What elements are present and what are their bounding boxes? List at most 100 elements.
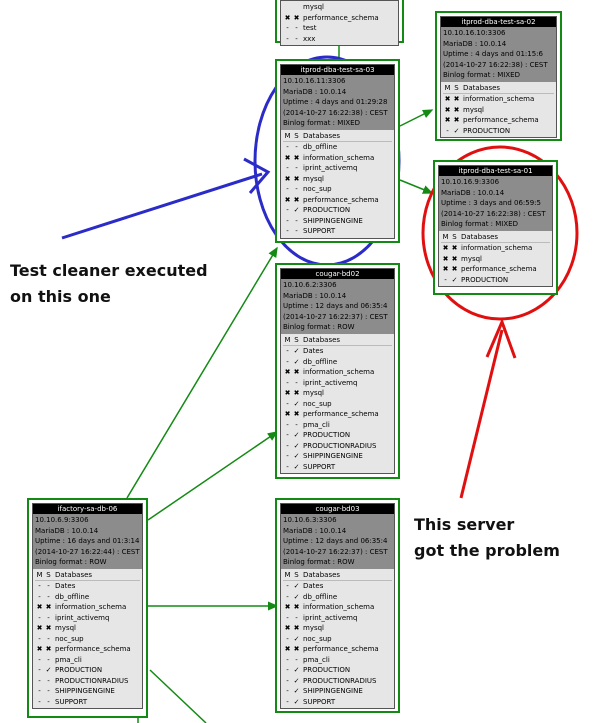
slave-flag: ✓: [293, 676, 300, 685]
node-info-line: 10.10.6.2:3306: [283, 281, 337, 289]
col-m-header: M: [444, 83, 451, 92]
node-title: itprod-dba-test-sa-03: [281, 65, 394, 75]
master-flag: -: [286, 666, 289, 674]
slave-flag: -: [47, 676, 50, 685]
slave-flag: ✓: [293, 431, 300, 439]
db-name: information_schema: [463, 95, 535, 103]
node-info-line: MariaDB : 10.0.14: [443, 39, 507, 48]
slave-flag: ✓: [293, 452, 300, 460]
slave-flag: ✓: [293, 592, 300, 601]
db-name: PRODUCTIONRADIUS: [303, 441, 377, 450]
db-name: information_schema: [461, 244, 533, 252]
db-name: PRODUCTION: [463, 126, 511, 135]
master-flag: ✖: [442, 244, 449, 252]
annotation-right-line2: got the problem: [414, 541, 560, 560]
slave-flag: ✓: [293, 441, 300, 450]
db-name: SUPPORT: [303, 697, 336, 706]
node-title: ifactory-sa-db-06: [33, 504, 142, 514]
db-row: ✖✖mysql: [283, 174, 392, 185]
master-flag: -: [38, 697, 41, 706]
db-row: ✖✖performance_schema: [35, 644, 140, 655]
node-partial-top[interactable]: mysql ✖✖performance_schema --test --xxx: [275, 0, 404, 46]
master-flag: -: [286, 452, 289, 460]
master-flag: -: [286, 185, 289, 193]
annotation-left-line2: on this one: [10, 287, 111, 306]
node-title: itprod-dba-test-sa-02: [441, 17, 556, 27]
slave-flag: ✖: [293, 603, 300, 611]
db-row: ✖✖mysql: [441, 254, 550, 265]
db-name: SHIPPINGENGINE: [303, 216, 363, 225]
col-db-header: Databases: [303, 131, 341, 140]
slave-flag: -: [295, 378, 298, 387]
db-name: mysql: [303, 389, 324, 397]
db-name: PRODUCTIONRADIUS: [55, 676, 129, 685]
db-row: -✓PRODUCTION: [283, 665, 392, 676]
node-info-line: Binlog format : MIXED: [441, 220, 518, 228]
db-name: db_offline: [303, 143, 338, 151]
master-flag: -: [286, 687, 289, 695]
node-info-line: (2014-10-27 16:22:44) : CEST: [35, 547, 140, 556]
master-flag: ✖: [444, 116, 451, 124]
slave-flag: -: [47, 592, 50, 601]
slave-flag: ✖: [451, 244, 458, 252]
db-row: ✖✖information_schema: [283, 153, 392, 164]
col-s-header: S: [46, 570, 51, 579]
annotation-right: This server got the problem: [414, 512, 560, 564]
node-info-line: (2014-10-27 16:22:37) : CEST: [283, 547, 388, 556]
db-name: mysql: [463, 105, 484, 114]
master-flag: -: [286, 206, 289, 214]
db-name: SHIPPINGENGINE: [55, 687, 115, 695]
db-name: SUPPORT: [303, 227, 336, 235]
slave-flag: ✖: [293, 645, 300, 653]
master-flag: -: [286, 462, 289, 471]
db-row: -✓db_offline: [283, 592, 392, 603]
db-row: --db_offline: [35, 592, 140, 603]
slave-flag: -: [47, 582, 50, 590]
db-row: ✖✖mysql: [283, 623, 392, 634]
slave-flag: ✓: [293, 357, 300, 366]
slave-flag: ✓: [293, 582, 300, 590]
slave-flag: -: [47, 687, 50, 695]
db-name: iprint_activemq: [303, 613, 358, 622]
master-flag: ✖: [36, 624, 43, 632]
master-flag: -: [286, 613, 289, 622]
master-flag: ✖: [284, 624, 291, 632]
master-flag: ✖: [442, 265, 449, 273]
slave-flag: ✓: [293, 666, 300, 674]
master-flag: ✖: [444, 95, 451, 103]
slave-flag: ✖: [45, 624, 52, 632]
col-s-header: S: [294, 335, 299, 344]
node-title: cougar-bd02: [281, 269, 394, 279]
master-flag: ✖: [284, 389, 291, 397]
master-flag: -: [38, 666, 41, 674]
node-info-line: MariaDB : 10.0.14: [283, 526, 347, 535]
master-flag: ✖: [284, 195, 291, 204]
db-name: PRODUCTION: [303, 431, 351, 439]
master-flag: -: [286, 357, 289, 366]
master-flag: ✖: [284, 410, 291, 418]
node-info-line: Binlog format : MIXED: [443, 71, 520, 79]
master-flag: -: [286, 399, 289, 408]
col-m-header: M: [284, 335, 291, 344]
db-row: -✓PRODUCTION: [283, 205, 392, 216]
db-name: Dates: [303, 347, 324, 355]
slave-flag: -: [295, 655, 298, 664]
db-row: --db_offline: [283, 142, 392, 153]
db-row: -✓noc_sup: [283, 634, 392, 645]
col-s-header: S: [294, 570, 299, 579]
